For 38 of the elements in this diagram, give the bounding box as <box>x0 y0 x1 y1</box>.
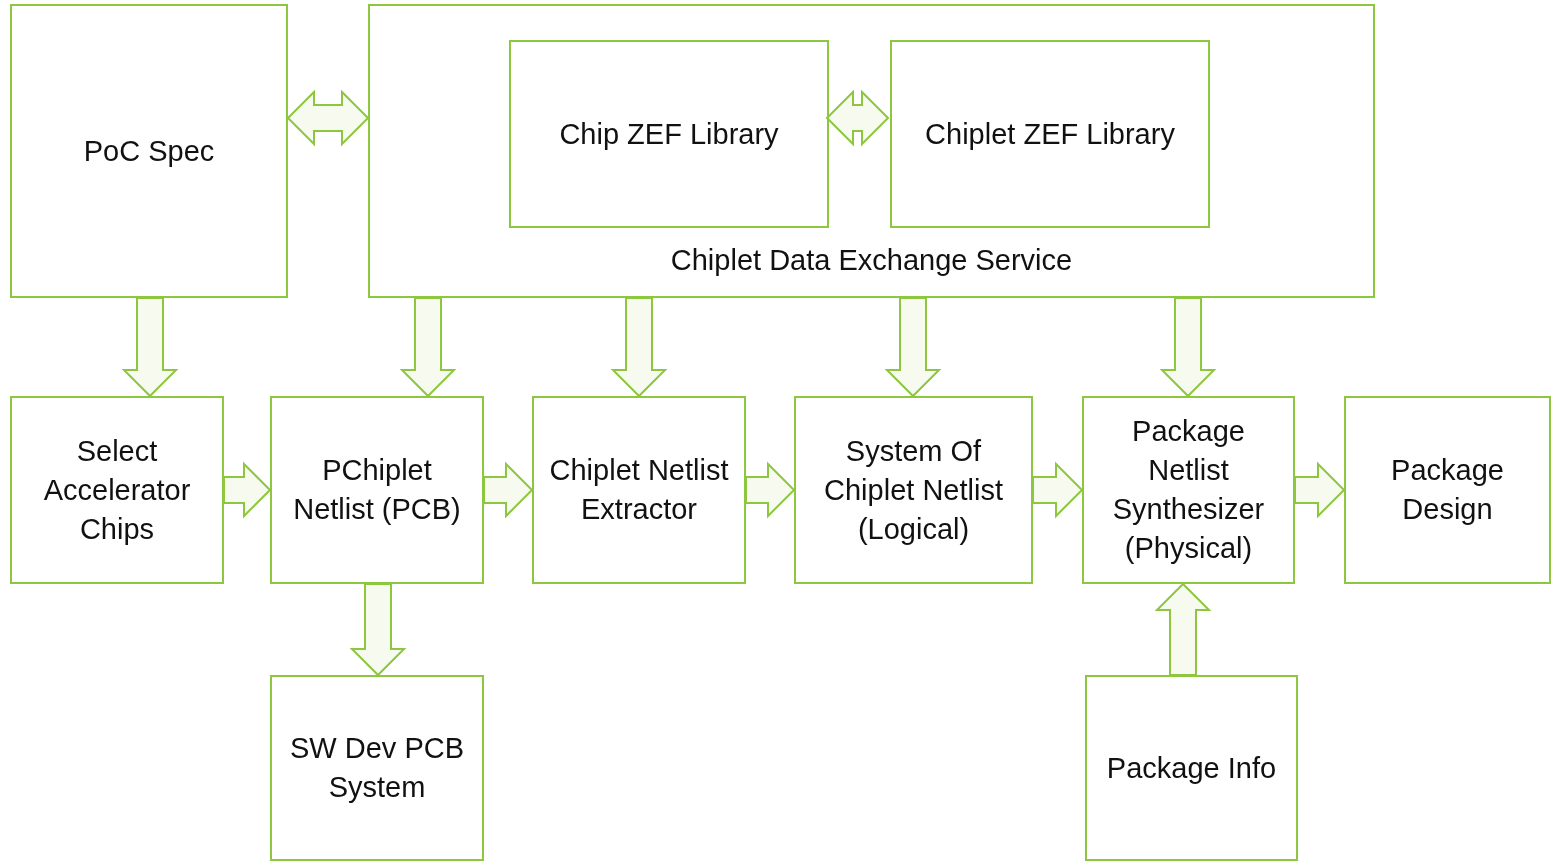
box-label: Chiplet Data Exchange Service <box>670 243 1073 278</box>
block-arrow <box>745 461 796 519</box>
box-label: Chiplet ZEF Library <box>925 116 1175 152</box>
process-box <box>509 40 829 228</box>
block-arrow <box>1294 461 1346 519</box>
block-arrow <box>286 89 370 147</box>
block-arrow <box>1159 297 1217 398</box>
box-label: Package Info <box>1106 750 1277 786</box>
process-box <box>532 396 746 584</box>
block-arrow <box>1032 461 1084 519</box>
box-label: Select Accelerator Chips <box>42 433 192 547</box>
box-label: Chiplet Netlist Extractor <box>548 453 730 527</box>
box-label: Chip ZEF Library <box>559 116 779 152</box>
block-arrow <box>610 297 668 398</box>
block-arrow <box>349 583 407 677</box>
box-label: Package Design <box>1390 453 1505 527</box>
box-label: PoC Spec <box>83 133 215 169</box>
block-arrow <box>483 461 534 519</box>
block-arrow <box>1154 582 1212 676</box>
box-label: SW Dev PCB System <box>289 731 465 805</box>
process-box <box>10 4 288 298</box>
block-arrow <box>223 461 272 519</box>
process-box <box>890 40 1210 228</box>
process-box <box>270 396 484 584</box>
process-box <box>10 396 224 584</box>
box-label: Package Netlist Synthesizer (Physical) <box>1111 414 1266 566</box>
service-container <box>368 4 1375 298</box>
block-arrow <box>399 297 457 398</box>
process-box <box>1344 396 1551 584</box>
process-box <box>1082 396 1295 584</box>
process-box <box>270 675 484 861</box>
process-box <box>794 396 1033 584</box>
box-label: PChiplet Netlist (PCB) <box>292 453 462 527</box>
process-box <box>1085 675 1298 861</box>
block-arrow <box>121 297 179 398</box>
block-arrow <box>825 89 890 147</box>
block-arrow <box>884 297 942 398</box>
box-label: System Of Chiplet Netlist (Logical) <box>823 433 1004 547</box>
